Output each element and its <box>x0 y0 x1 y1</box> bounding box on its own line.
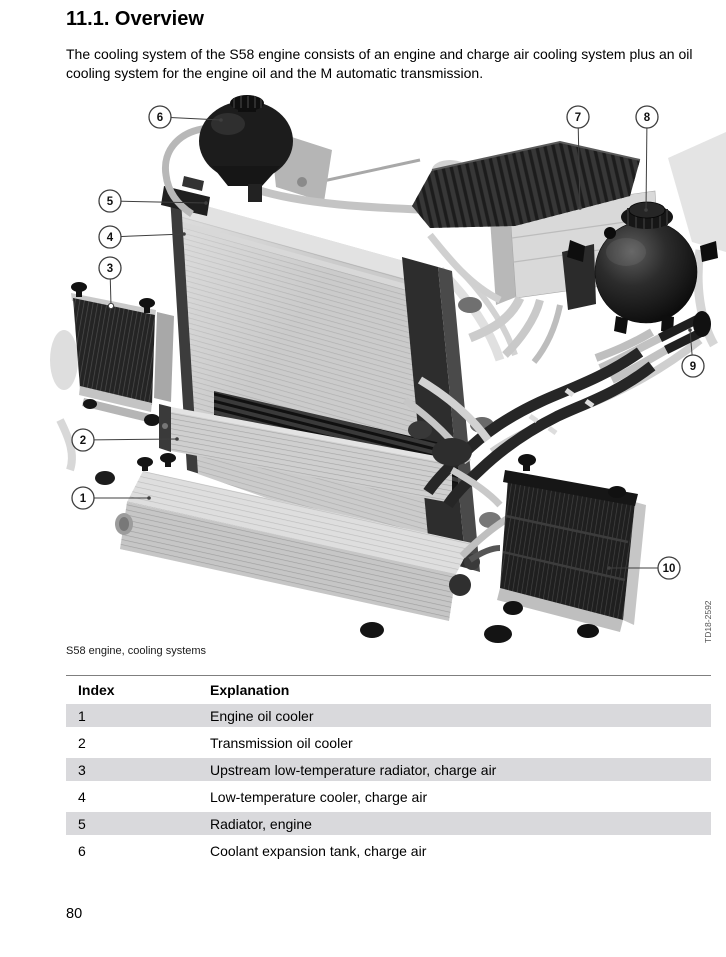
index-cell: 1 <box>66 704 210 731</box>
callout-layer: 1 2 3 4 5 6 7 8 9 10 <box>71 105 705 580</box>
index-header: Index <box>66 675 210 704</box>
svg-text:3: 3 <box>107 263 113 275</box>
index-cell: 5 <box>66 810 210 839</box>
figure-code: TD18-2592 <box>703 600 713 643</box>
figure-caption: S58 engine, cooling systems <box>66 645 207 657</box>
index-cell: 4 <box>66 783 210 812</box>
coolant-hoses-illustration <box>402 347 656 559</box>
explanation-cell: Low-temperature cooler, charge air <box>210 783 711 812</box>
auxiliary-radiator-illustration <box>497 454 646 638</box>
svg-text:1: 1 <box>80 493 87 505</box>
explanation-cell: Transmission oil cooler <box>210 729 711 758</box>
callout-2: 2 <box>71 428 179 452</box>
svg-text:7: 7 <box>575 112 581 124</box>
upstream-low-temp-radiator-illustration <box>71 282 174 426</box>
svg-text:8: 8 <box>644 112 651 124</box>
explanation-cell: Coolant expansion tank, charge air <box>210 837 711 866</box>
cooling-system-figure: 1 2 3 4 5 6 7 8 9 10 TD18-2592 <box>0 95 726 645</box>
explanation-cell: Radiator, engine <box>210 810 711 839</box>
explanation-cell: Upstream low-temperature radiator, charg… <box>210 756 711 785</box>
intercooler-illustration <box>412 140 661 364</box>
index-cell: 3 <box>66 756 210 785</box>
index-cell: 2 <box>66 729 210 758</box>
callout-3: 3 <box>98 256 122 310</box>
engine-oil-cooler-illustration <box>95 453 512 643</box>
svg-text:6: 6 <box>157 112 163 124</box>
engine-expansion-tank-illustration <box>562 201 718 334</box>
page-number: 80 <box>66 906 83 922</box>
cooling-system-diagram: 1 2 3 4 5 6 7 8 9 10 TD18-2592 <box>50 95 726 643</box>
index-cell: 6 <box>66 837 210 866</box>
callout-9: 9 <box>681 328 705 378</box>
callout-5: 5 <box>98 189 208 213</box>
callout-6: 6 <box>148 105 223 129</box>
explanation-header: Explanation <box>210 675 711 704</box>
svg-text:10: 10 <box>663 563 676 575</box>
svg-text:5: 5 <box>107 196 114 208</box>
intro-paragraph: The cooling system of the S58 engine con… <box>66 46 693 81</box>
explanation-cell: Engine oil cooler <box>210 704 711 731</box>
page-title: 11.1. Overview <box>66 8 204 30</box>
callout-10: 10 <box>607 556 681 580</box>
svg-text:2: 2 <box>80 435 86 447</box>
legend-header-row: Index Explanation <box>66 675 711 704</box>
callout-1: 1 <box>71 486 151 510</box>
callout-4: 4 <box>98 225 186 249</box>
transmission-oil-cooler-illustration <box>159 404 452 503</box>
svg-text:4: 4 <box>107 232 114 244</box>
callout-8: 8 <box>635 105 659 212</box>
callout-7: 7 <box>566 105 590 210</box>
svg-text:9: 9 <box>690 361 696 373</box>
